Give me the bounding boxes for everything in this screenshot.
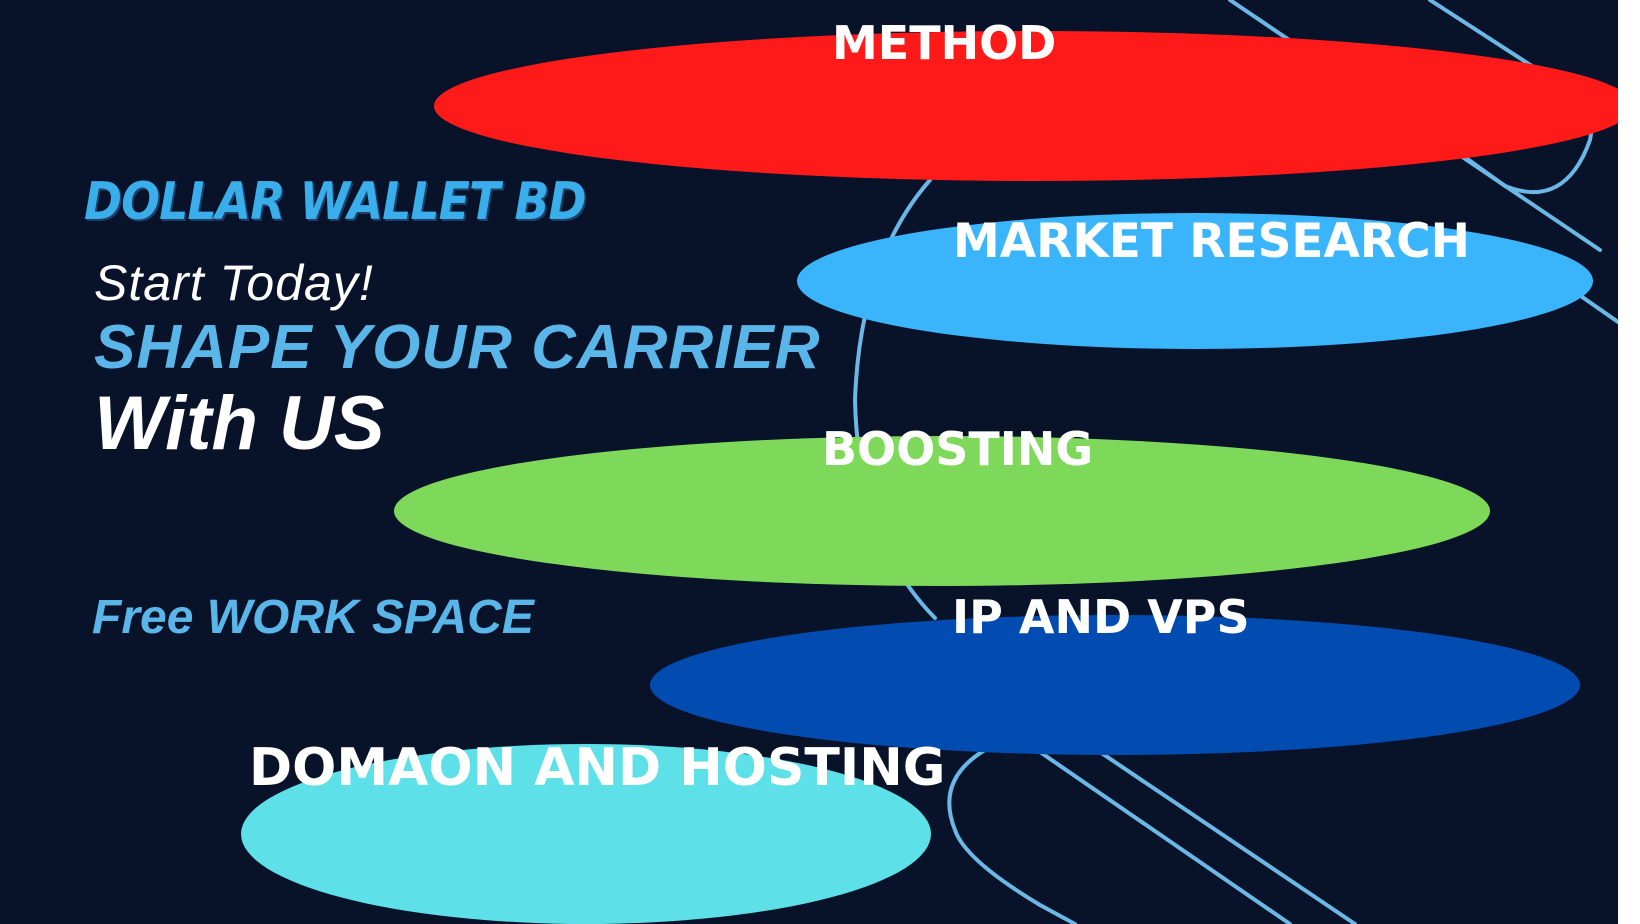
market-research-ellipse bbox=[797, 213, 1593, 349]
start-today-text: Start Today! bbox=[94, 255, 374, 311]
ip-vps-label: IP AND VPS bbox=[952, 590, 1250, 644]
diagonal-line bbox=[1038, 750, 1292, 924]
method-ellipse bbox=[434, 31, 1618, 181]
domain-hosting-label: DOMAON AND HOSTING bbox=[249, 738, 946, 798]
method-label: METHOD bbox=[832, 16, 1057, 70]
shape-career-text: SHAPE YOUR CARRIER bbox=[94, 313, 821, 382]
diagonal-line bbox=[1098, 750, 1357, 924]
capsule-curve bbox=[1453, 108, 1597, 195]
boosting-label: BOOSTING bbox=[822, 422, 1094, 476]
boosting-ellipse bbox=[394, 436, 1490, 586]
ip-vps-ellipse bbox=[650, 615, 1580, 755]
free-workspace-text: Free WORK SPACE bbox=[92, 591, 534, 644]
with-us-text: With US bbox=[94, 381, 385, 466]
capsule-curve bbox=[947, 748, 1077, 924]
brand-name: DOLLAR WALLET BD bbox=[84, 172, 586, 232]
market-research-label: MARKET RESEARCH bbox=[953, 214, 1470, 269]
domain-hosting-ellipse bbox=[241, 744, 931, 924]
